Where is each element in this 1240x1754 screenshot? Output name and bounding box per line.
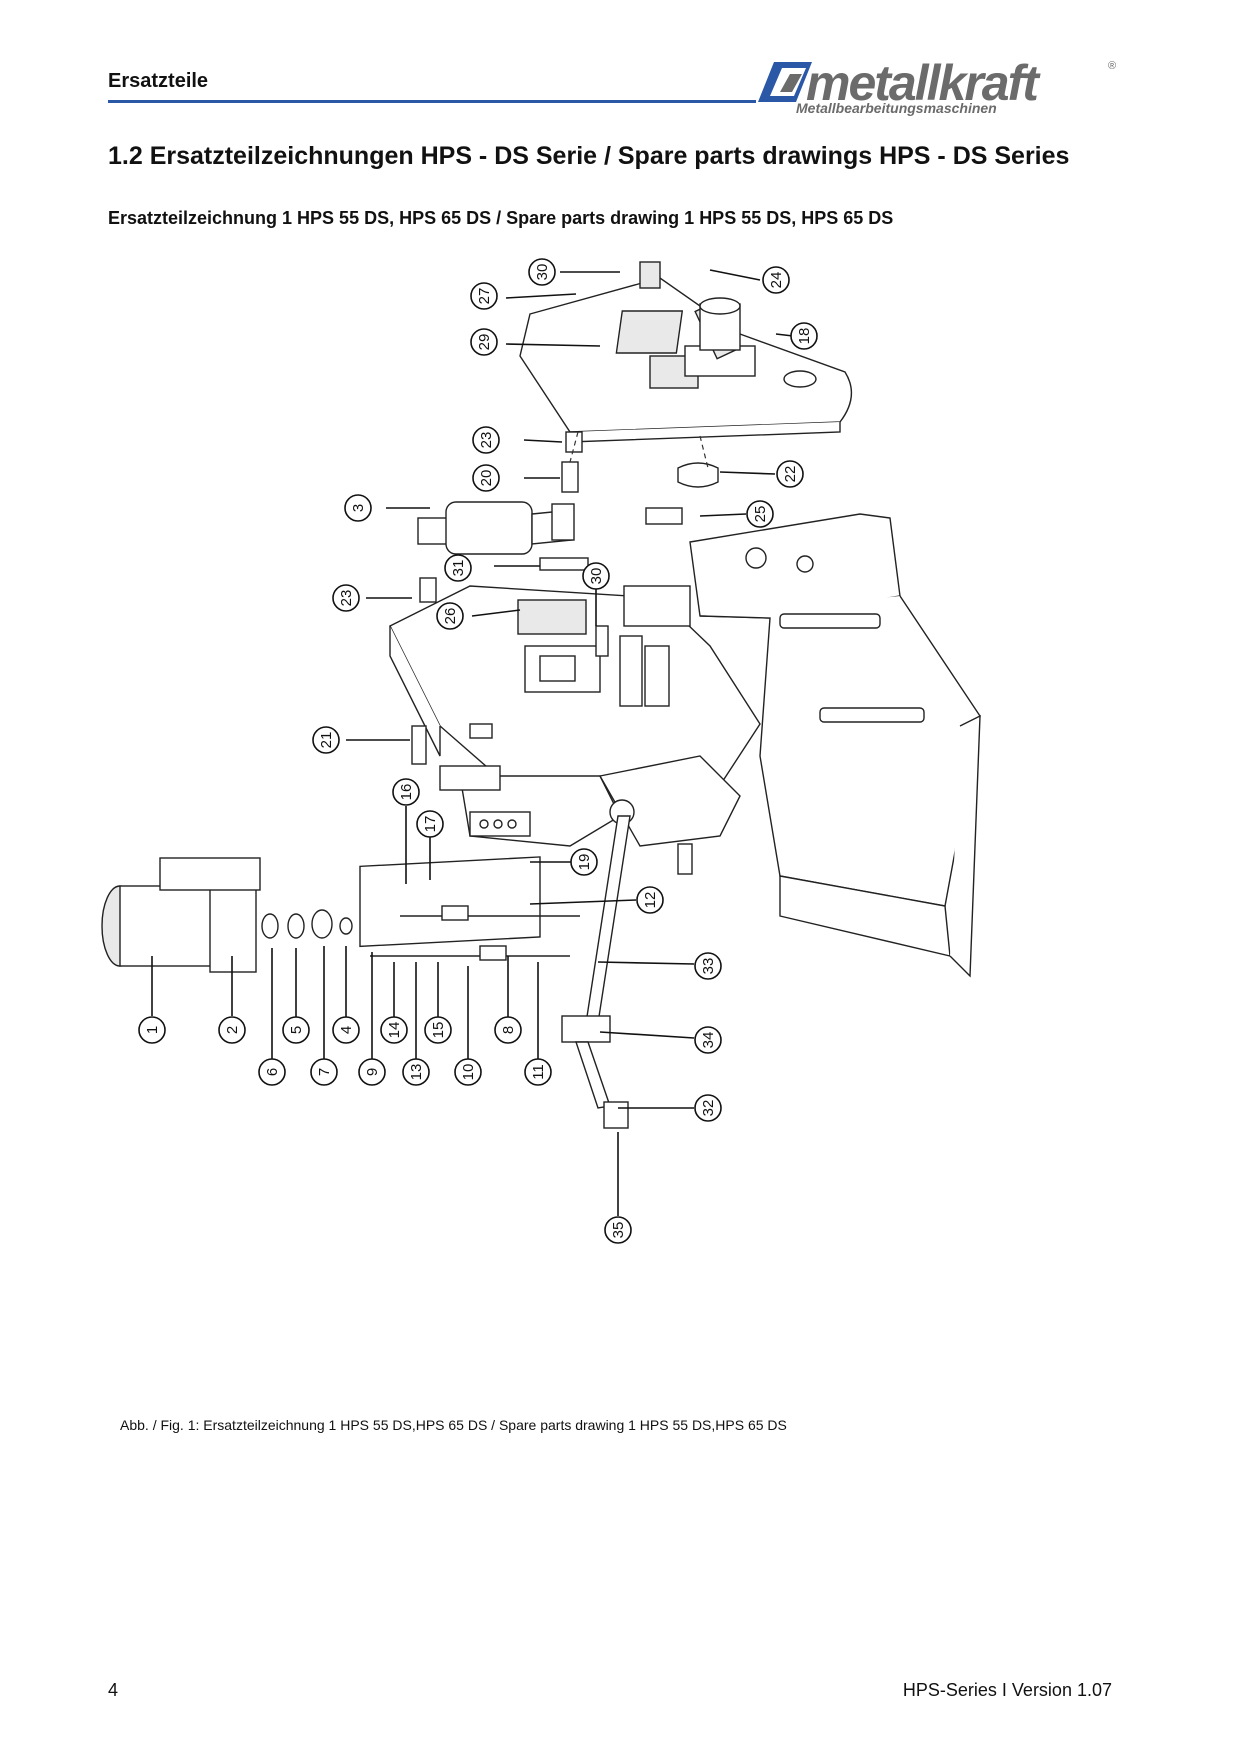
callout-23-upper: 23	[472, 426, 500, 454]
callout-labels: 30 24 27 18 29 23 20 22 3 25 31 30 23 26…	[138, 258, 818, 1244]
logo-subtitle: Metallbearbeitungsmaschinen	[796, 100, 997, 116]
callout-17: 17	[416, 810, 444, 838]
pedal-assembly	[561, 799, 693, 1129]
callout-32: 32	[694, 1094, 722, 1122]
svg-text:30: 30	[588, 568, 605, 585]
svg-text:10: 10	[460, 1064, 477, 1081]
svg-text:1: 1	[144, 1026, 161, 1034]
vent-slots-lower	[819, 707, 925, 723]
figure-caption: Abb. / Fig. 1: Ersatzteilzeichnung 1 HPS…	[120, 1417, 787, 1433]
running-header: Ersatzteile	[108, 70, 209, 92]
callout-20: 20	[472, 464, 500, 492]
svg-text:5: 5	[288, 1026, 305, 1034]
exploded-parts-drawing: 30 24 27 18 29 23 20 22 3 25 31 30 23 26…	[101, 258, 981, 1244]
callout-4: 4	[332, 1016, 360, 1044]
callout-9: 9	[358, 1058, 386, 1086]
drawing-subheading: Ersatzteilzeichnung 1 HPS 55 DS, HPS 65 …	[108, 208, 894, 228]
upper-pins	[561, 431, 719, 493]
svg-text:15: 15	[430, 1022, 447, 1039]
callout-22: 22	[776, 460, 804, 488]
callout-15: 15	[424, 1016, 452, 1044]
section-heading: 1.2 Ersatzteilzeichnungen HPS - DS Serie…	[108, 142, 1070, 170]
callout-25: 25	[746, 500, 774, 528]
svg-text:27: 27	[476, 288, 493, 305]
metallkraft-logo: metallkraft ® Metallbearbeitungsmaschine…	[756, 55, 1117, 118]
page-number: 4	[108, 1680, 119, 1700]
svg-text:9: 9	[364, 1068, 381, 1076]
motor-pump-group	[101, 856, 580, 973]
mid-tool-blocks	[419, 557, 670, 707]
svg-text:14: 14	[386, 1022, 403, 1039]
svg-text:35: 35	[610, 1222, 627, 1239]
svg-text:21: 21	[318, 732, 335, 749]
callout-28: 29	[470, 328, 498, 356]
callout-8: 8	[494, 1016, 522, 1044]
svg-text:34: 34	[700, 1032, 717, 1049]
svg-text:6: 6	[264, 1068, 281, 1076]
svg-text:32: 32	[700, 1100, 717, 1117]
logo-wordmark: metallkraft	[806, 55, 1039, 111]
upper-tool-plate	[519, 261, 853, 443]
svg-text:16: 16	[398, 784, 415, 801]
svg-text:31: 31	[450, 560, 467, 577]
callout-3: 3	[344, 494, 372, 522]
svg-text:22: 22	[782, 466, 799, 483]
header-rule	[108, 100, 756, 103]
callout-24: 24	[762, 266, 790, 294]
callout-35: 35	[604, 1216, 632, 1244]
callout-26: 26	[436, 602, 464, 630]
footer-version: HPS-Series I Version 1.07	[902, 1680, 1112, 1700]
svg-text:11: 11	[530, 1064, 547, 1080]
vent-slots-upper	[779, 613, 881, 629]
callout-19: 19	[570, 848, 598, 876]
callout-23-lower: 23	[332, 584, 360, 612]
lower-leader-lines	[271, 946, 539, 1059]
callout-2: 2	[218, 1016, 246, 1044]
callout-33: 33	[694, 952, 722, 980]
callout-6: 6	[258, 1058, 286, 1086]
callout-30: 30	[528, 258, 556, 286]
callout-14: 14	[380, 1016, 408, 1044]
svg-text:19: 19	[576, 854, 593, 871]
callout-5: 5	[282, 1016, 310, 1044]
callout-29: 30	[582, 562, 610, 590]
electrical-housing	[623, 507, 981, 978]
svg-text:8: 8	[500, 1026, 517, 1034]
callout-12: 12	[636, 886, 664, 914]
callout-13: 13	[402, 1058, 430, 1086]
svg-text:30: 30	[534, 264, 551, 281]
svg-text:26: 26	[442, 608, 459, 625]
callout-27: 27	[470, 282, 498, 310]
callout-34: 34	[694, 1026, 722, 1054]
svg-text:4: 4	[338, 1026, 355, 1034]
logo-mark-icon	[758, 62, 812, 102]
callout-21: 21	[312, 726, 340, 754]
svg-text:23: 23	[478, 432, 495, 449]
callout-7: 7	[310, 1058, 338, 1086]
hydraulic-cylinder	[417, 501, 575, 555]
callout-31: 31	[444, 554, 472, 582]
callout-16: 16	[392, 778, 420, 806]
svg-text:17: 17	[422, 816, 439, 833]
svg-text:7: 7	[316, 1068, 333, 1076]
svg-text:25: 25	[752, 506, 769, 523]
callout-10: 10	[454, 1058, 482, 1086]
lower-frame	[389, 585, 761, 847]
svg-text:29: 29	[476, 334, 493, 351]
svg-text:33: 33	[700, 958, 717, 975]
svg-text:20: 20	[478, 470, 495, 487]
svg-text:2: 2	[224, 1026, 241, 1034]
logo-registered-mark: ®	[1108, 60, 1117, 72]
svg-text:3: 3	[350, 504, 367, 512]
callout-18: 18	[790, 322, 818, 350]
svg-text:23: 23	[338, 590, 355, 607]
callout-11: 11	[524, 1058, 552, 1086]
svg-text:13: 13	[408, 1064, 425, 1081]
svg-text:18: 18	[796, 328, 813, 345]
callout-1: 1	[138, 1016, 166, 1044]
svg-text:24: 24	[768, 272, 785, 289]
leader-lines	[151, 269, 811, 1216]
svg-text:12: 12	[642, 892, 659, 909]
